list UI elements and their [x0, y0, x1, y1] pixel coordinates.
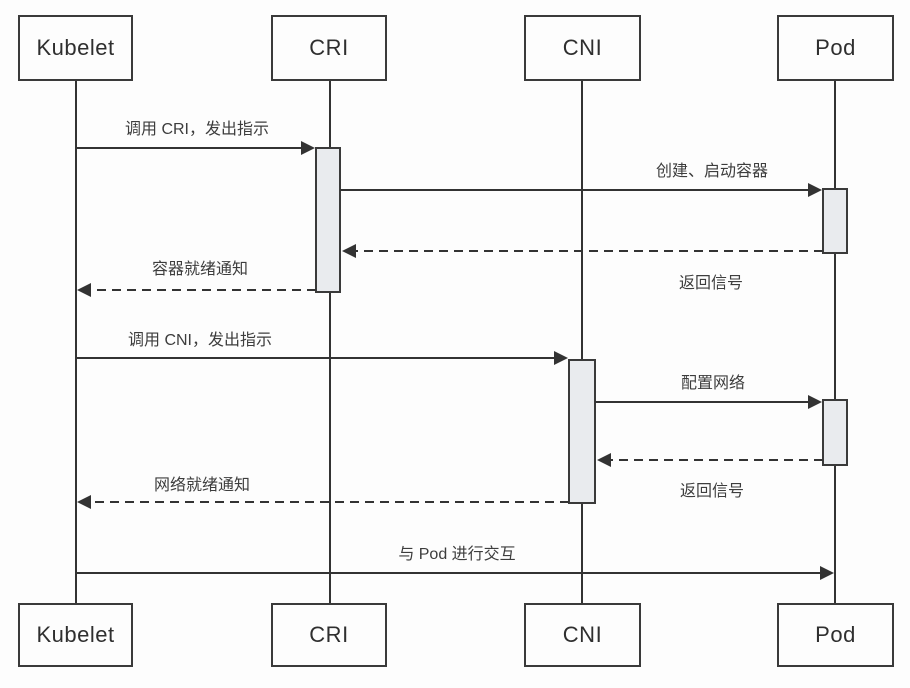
message-label-return-signal-1: 返回信号 — [678, 275, 744, 292]
actor-box-cni-bottom: CNI — [524, 603, 641, 667]
message-label-call-cri: 调用 CRI，发出指示 — [124, 121, 270, 138]
message-label-configure-network: 配置网络 — [680, 375, 746, 392]
message-label-call-cni: 调用 CNI，发出指示 — [127, 332, 273, 349]
arrowhead-configure-network — [808, 395, 822, 409]
message-arrows — [76, 141, 834, 580]
arrowhead-call-cni — [554, 351, 568, 365]
actor-box-kubelet-top: Kubelet — [18, 15, 133, 81]
actor-box-cri-bottom: CRI — [271, 603, 387, 667]
message-label-return-signal-2: 返回信号 — [679, 483, 745, 500]
activation-pod-1 — [822, 188, 848, 254]
message-label-create-container: 创建、启动容器 — [655, 163, 769, 180]
activation-bars — [315, 147, 848, 504]
arrowhead-call-cri — [301, 141, 315, 155]
actor-box-kubelet-bottom: Kubelet — [18, 603, 133, 667]
message-label-network-ready: 网络就绪通知 — [153, 477, 251, 494]
actor-box-pod-top: Pod — [777, 15, 894, 81]
actor-box-pod-bottom: Pod — [777, 603, 894, 667]
arrowhead-interact-pod — [820, 566, 834, 580]
message-label-container-ready: 容器就绪通知 — [151, 261, 249, 278]
message-label-interact-pod: 与 Pod 进行交互 — [398, 546, 516, 563]
arrowhead-return-signal-2 — [597, 453, 611, 467]
activation-cni — [568, 359, 596, 504]
arrowhead-container-ready — [77, 283, 91, 297]
arrowhead-network-ready — [77, 495, 91, 509]
activation-cri — [315, 147, 341, 293]
actor-box-cni-top: CNI — [524, 15, 641, 81]
arrowhead-create-container — [808, 183, 822, 197]
arrowhead-return-signal-1 — [342, 244, 356, 258]
activation-pod-2 — [822, 399, 848, 466]
actor-box-cri-top: CRI — [271, 15, 387, 81]
